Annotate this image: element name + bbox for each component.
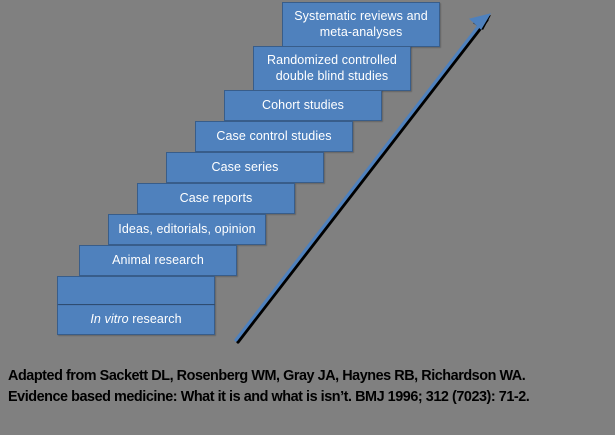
step-label: Randomized controlled double blind studi…	[258, 53, 406, 84]
step-ideas-editorials-opinion: Ideas, editorials, opinion	[108, 214, 266, 245]
step-label: Systematic reviews and meta-analyses	[287, 9, 435, 40]
step-in-vitro-riser	[57, 276, 215, 304]
step-in-vitro-research: In vitro research	[57, 304, 215, 335]
source-citation: Adapted from Sackett DL, Rosenberg WM, G…	[8, 366, 608, 408]
citation-line-1: Adapted from Sackett DL, Rosenberg WM, G…	[8, 368, 526, 384]
step-label-line1: Randomized controlled	[267, 52, 397, 67]
step-label: In vitro research	[62, 312, 210, 328]
step-label: Case reports	[179, 190, 253, 205]
step-label: Cohort studies	[262, 97, 344, 112]
step-label: Ideas, editorials, opinion	[118, 221, 256, 236]
step-label-line2: double blind studies	[275, 68, 389, 83]
step-label-line2: meta-analyses	[319, 24, 403, 39]
arrow-head	[468, 13, 492, 30]
step-case-reports: Case reports	[137, 183, 295, 214]
step-animal-research: Animal research	[79, 245, 237, 276]
step-label-line1: Systematic reviews and	[294, 8, 428, 23]
step-randomized-controlled-double-blind-studies: Randomized controlled double blind studi…	[253, 46, 411, 91]
step-label: Animal research	[112, 252, 204, 267]
step-case-control-studies: Case control studies	[195, 121, 353, 152]
step-label-rest: research	[128, 311, 182, 326]
step-systematic-reviews-and-meta-analyses: Systematic reviews and meta-analyses	[282, 2, 440, 47]
arrow-shadow-head	[473, 15, 491, 30]
step-label: Case control studies	[216, 128, 332, 143]
step-label: Case series	[211, 159, 279, 174]
step-cohort-studies: Cohort studies	[224, 90, 382, 121]
citation-line-2: Evidence based medicine: What it is and …	[8, 388, 530, 405]
step-case-series: Case series	[166, 152, 324, 183]
step-label-italic: In vitro	[90, 311, 129, 326]
